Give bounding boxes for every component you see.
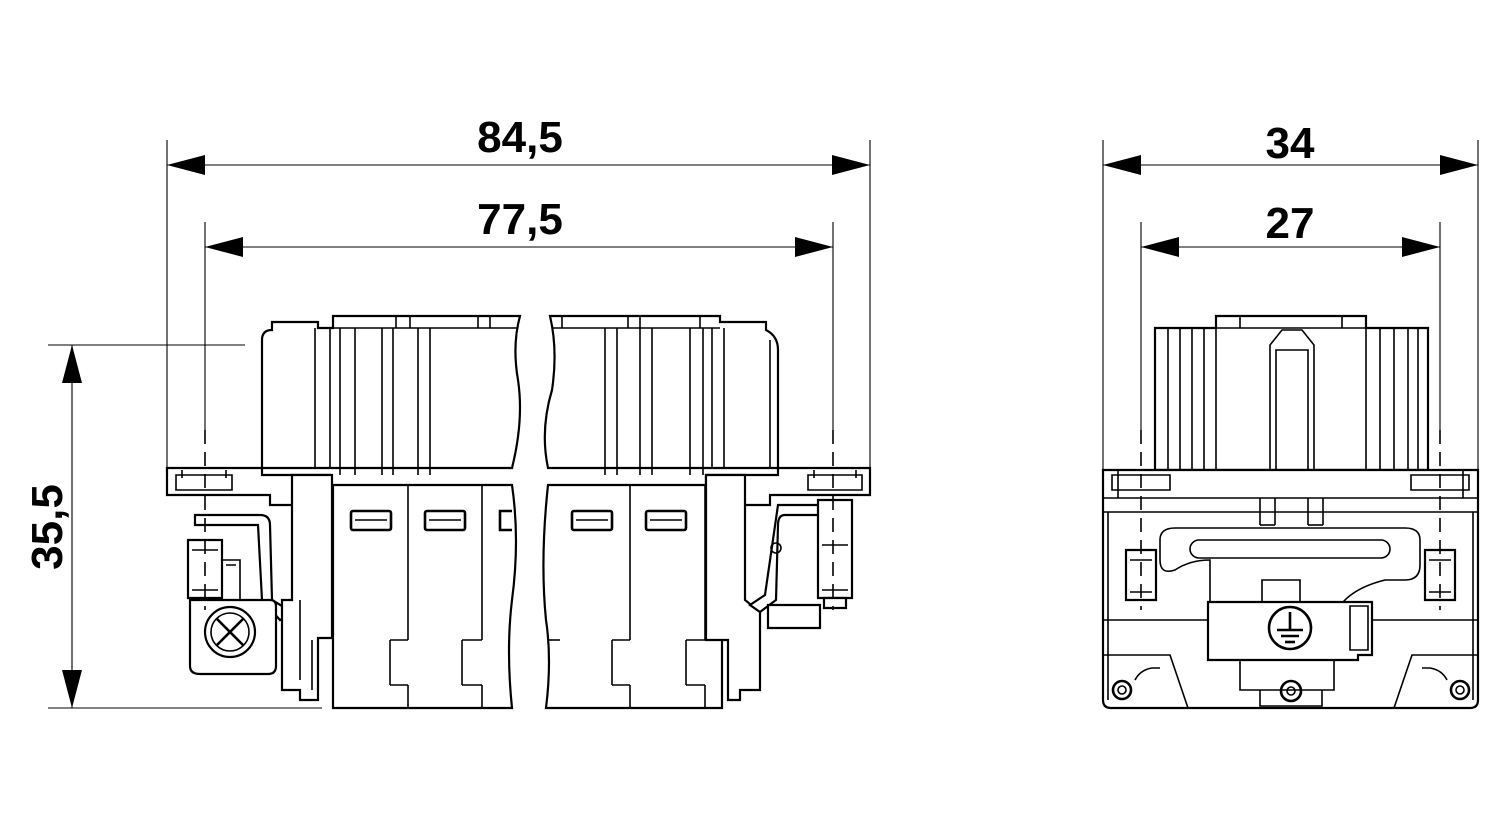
dimension-inner-width: 77,5 xyxy=(204,195,834,430)
overall-width-label: 84,5 xyxy=(477,113,563,162)
dimension-side-overall-width: 34 xyxy=(1102,119,1479,470)
dimension-side-inner-width: 27 xyxy=(1140,199,1441,430)
front-view xyxy=(165,314,872,710)
latch-windows xyxy=(349,509,688,532)
side-view xyxy=(1101,314,1480,710)
side-overall-width-label: 34 xyxy=(1266,119,1315,168)
inner-width-label: 77,5 xyxy=(477,195,563,244)
height-label: 35,5 xyxy=(23,484,72,570)
dimension-overall-width: 84,5 xyxy=(166,113,871,470)
side-inner-width-label: 27 xyxy=(1266,199,1315,248)
protective-earth-icon xyxy=(1267,605,1313,651)
dimension-height: 35,5 xyxy=(23,344,322,709)
